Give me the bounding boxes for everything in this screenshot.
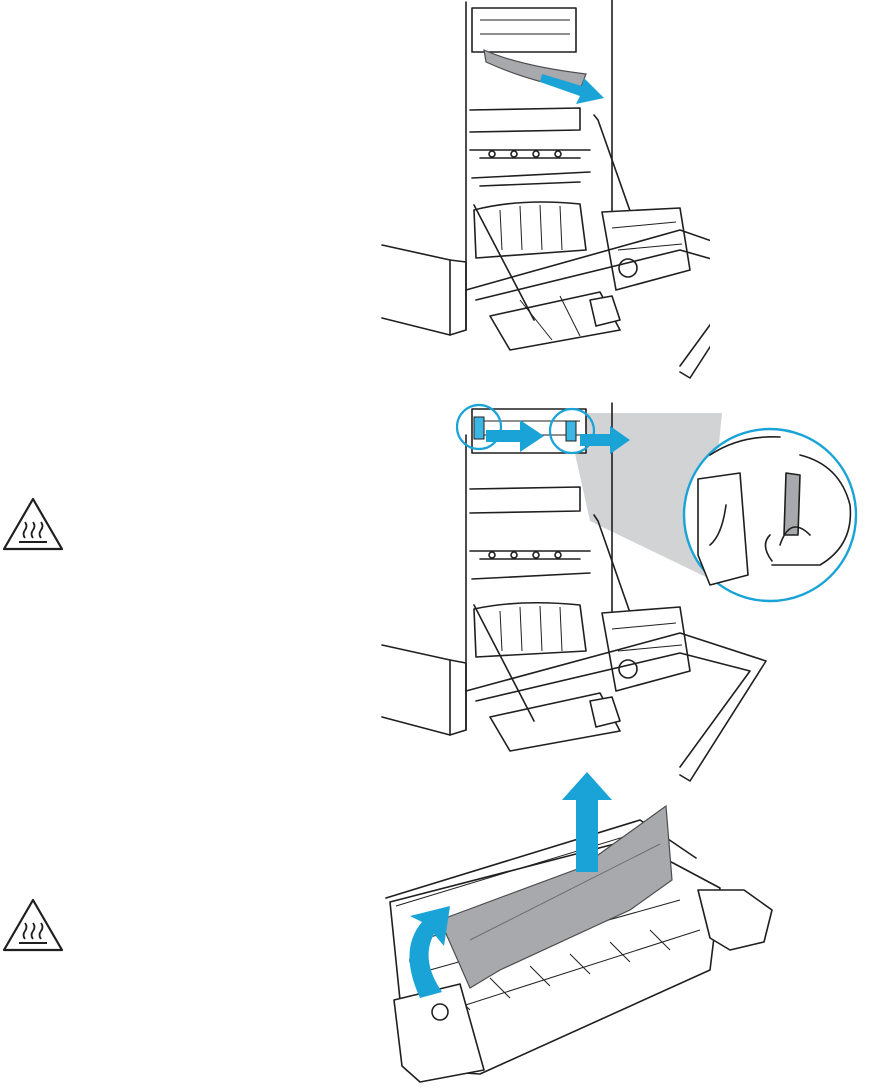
lever-arrow-left xyxy=(486,418,546,454)
lift-up-arrow xyxy=(560,770,614,874)
illustration-step-1 xyxy=(380,0,710,380)
hot-surface-warning-icon xyxy=(1,496,65,552)
hot-surface-warning-icon xyxy=(1,897,65,953)
lever-arrow-right xyxy=(580,424,632,456)
pull-direction-arrow xyxy=(540,68,610,108)
